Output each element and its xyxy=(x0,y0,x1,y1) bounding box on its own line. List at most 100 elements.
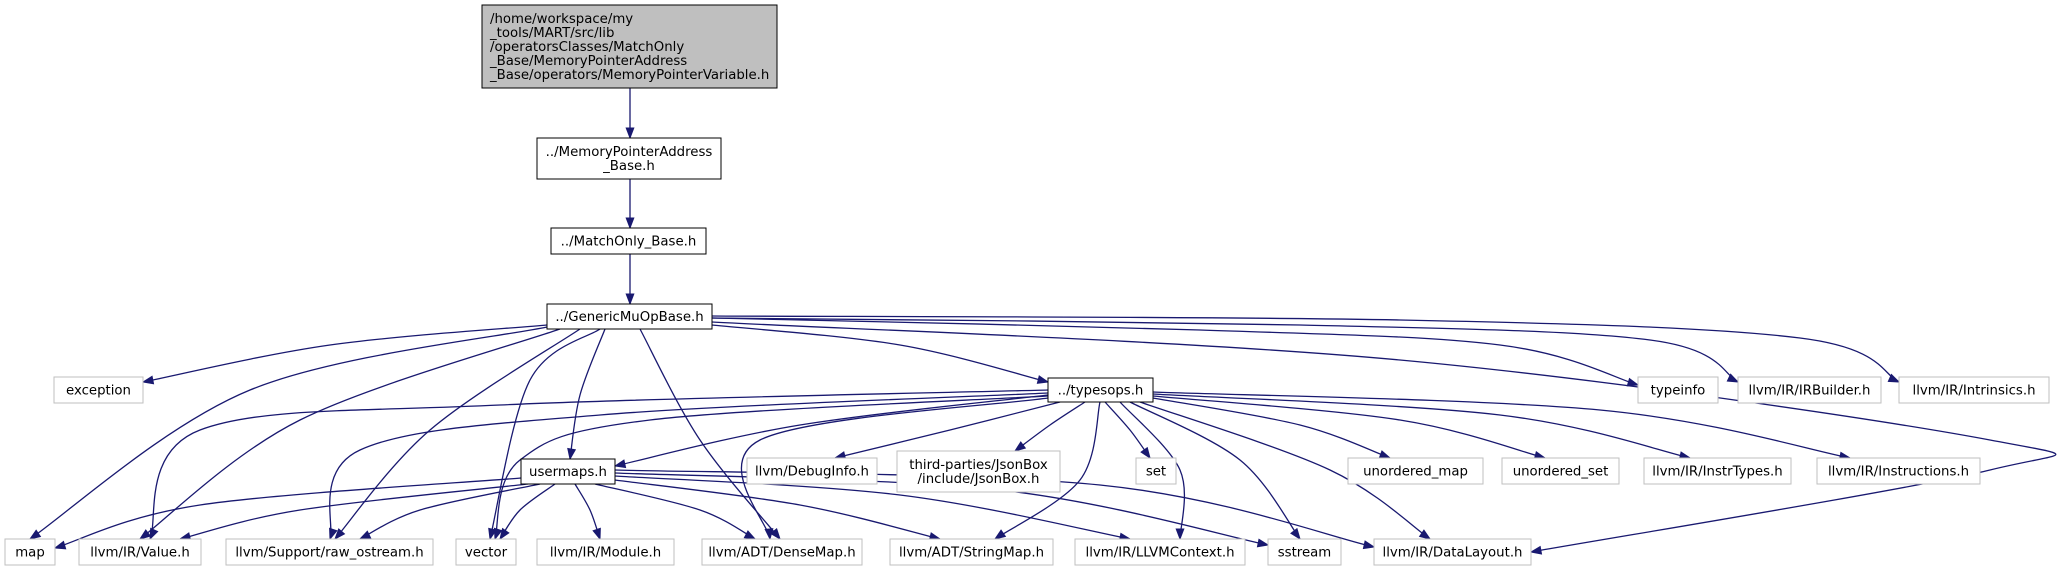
edge-line xyxy=(494,395,1049,540)
node-rawostream: llvm/Support/raw_ostream.h xyxy=(225,538,434,566)
node-label-line: sstream xyxy=(1278,546,1332,561)
node-label-line: _Base/MemoryPointerAddress xyxy=(489,54,687,69)
edge-arrowhead xyxy=(1013,441,1027,452)
edge-mob-to-gmob xyxy=(625,254,635,306)
edge-typesops-to-usermaps xyxy=(613,394,1049,469)
edge-arrowhead xyxy=(567,447,577,461)
node-label-line: llvm/IR/LLVMContext.h xyxy=(1086,546,1235,561)
edge-line xyxy=(614,469,1375,548)
edge-typesops-to-datalayout xyxy=(1139,401,1432,540)
edge-gmob-to-irbuilder xyxy=(711,317,1740,383)
edge-typesops-to-llvmcontext xyxy=(1119,401,1186,541)
node-stringmap: llvm/ADT/StringMap.h xyxy=(889,538,1054,566)
edge-gmob-to-datalayout xyxy=(711,321,2057,555)
node-module: llvm/IR/Module.h xyxy=(536,538,675,566)
node-usermaps[interactable]: usermaps.h xyxy=(520,458,616,485)
node-label-line: llvm/IR/Intrinsics.h xyxy=(1913,384,2036,399)
node-label-line: vector xyxy=(465,546,508,561)
edge-typesops-to-set xyxy=(1104,401,1151,460)
edge-arrowhead xyxy=(625,127,635,140)
node-box xyxy=(536,137,722,180)
node-box xyxy=(481,4,778,89)
node-label-line: llvm/ADT/DenseMap.h xyxy=(708,546,855,561)
node-box xyxy=(1047,377,1154,403)
edge-line xyxy=(1129,401,1301,540)
node-intrinsics: llvm/IR/Intrinsics.h xyxy=(1898,376,2050,404)
edge-line xyxy=(334,328,581,540)
node-box xyxy=(1637,376,1719,404)
node-box xyxy=(701,538,863,566)
node-typesops[interactable]: ../typesops.h xyxy=(1047,377,1154,403)
edge-line xyxy=(711,315,1900,383)
edge-line xyxy=(179,483,529,540)
edge-line xyxy=(639,328,781,540)
node-box xyxy=(1643,457,1792,485)
edge-arrowhead xyxy=(764,528,774,541)
node-box xyxy=(536,538,675,566)
edge-arrowhead xyxy=(499,527,510,541)
edge-arrowhead xyxy=(334,528,346,541)
node-root: /home/workspace/my_tools/MART/src/lib/op… xyxy=(481,4,778,89)
edge-typesops-to-jsonbox xyxy=(1013,401,1086,452)
edge-typesops-to-instrtypes xyxy=(1152,393,1692,461)
edge-gmob-to-typesops xyxy=(711,324,1050,384)
node-label-line: unordered_map xyxy=(1363,465,1468,480)
node-label-line: typeinfo xyxy=(1651,384,1706,399)
edge-typesops-to-stringmap xyxy=(993,401,1101,540)
edge-typesops-to-rawostream xyxy=(329,392,1049,541)
node-label-line: /include/JsonBox.h xyxy=(918,472,1040,487)
edge-typesops-to-densemap xyxy=(740,397,1049,541)
node-box xyxy=(520,458,616,485)
node-box xyxy=(1347,457,1484,485)
edge-arrowhead xyxy=(592,527,601,541)
edge-line xyxy=(1152,397,1391,459)
node-irbuilder: llvm/IR/IRBuilder.h xyxy=(1737,376,1882,404)
node-label-line: llvm/IR/IRBuilder.h xyxy=(1749,384,1871,399)
edge-typesops-to-value xyxy=(149,389,1049,541)
edge-arrowhead xyxy=(1378,450,1392,459)
edge-arrowhead xyxy=(1175,528,1185,541)
node-box xyxy=(1816,457,1981,485)
node-label-line: _tools/MART/src/lib xyxy=(489,26,614,41)
node-label-line: _Base.h xyxy=(602,159,655,174)
edge-line xyxy=(614,479,941,540)
edge-arrowhead xyxy=(1036,375,1050,384)
node-label-line: set xyxy=(1146,465,1166,480)
nodes-layer: /home/workspace/my_tools/MART/src/lib/op… xyxy=(4,4,2050,566)
edge-line xyxy=(329,392,1049,540)
node-mob[interactable]: ../MatchOnly_Base.h xyxy=(550,227,707,255)
edge-gmob-to-usermaps xyxy=(567,328,606,461)
edge-arrowhead xyxy=(1418,529,1432,540)
edge-arrowhead xyxy=(1362,540,1376,550)
node-value: llvm/IR/Value.h xyxy=(78,538,202,566)
node-jsonbox: third-parties/JsonBox/include/JsonBox.h xyxy=(896,450,1061,493)
edge-line xyxy=(149,389,1049,540)
node-set: set xyxy=(1135,457,1177,485)
node-label-line: /home/workspace/my xyxy=(490,12,633,27)
node-box xyxy=(1135,457,1177,485)
edge-line xyxy=(711,324,1049,383)
node-label-line: ../MemoryPointerAddress xyxy=(546,145,713,160)
edge-line xyxy=(1014,401,1086,452)
edge-mpab-to-mob xyxy=(625,179,635,230)
edge-usermaps-to-rawostream xyxy=(358,483,541,540)
node-mpab[interactable]: ../MemoryPointerAddress_Base.h xyxy=(536,137,722,180)
node-box xyxy=(550,227,707,255)
edge-typesops-to-uset xyxy=(1152,395,1547,460)
node-gmob[interactable]: ../GenericMuOpBase.h xyxy=(546,303,713,330)
node-map: map xyxy=(4,538,56,566)
edge-gmob-to-value xyxy=(138,328,561,540)
edge-line xyxy=(834,401,1061,459)
edge-line xyxy=(29,326,548,540)
node-label-line: llvm/ADT/StringMap.h xyxy=(899,546,1044,561)
node-box xyxy=(746,457,878,485)
node-box xyxy=(53,376,144,404)
node-label-line: llvm/IR/Module.h xyxy=(550,546,661,561)
edge-gmob-to-typeinfo xyxy=(711,317,1640,387)
node-box xyxy=(225,538,434,566)
edge-line xyxy=(614,475,1131,540)
edge-typesops-to-umap xyxy=(1152,397,1392,459)
edge-arrowhead xyxy=(1140,446,1151,460)
edge-arrowhead xyxy=(141,375,155,385)
node-label-line: _Base/operators/MemoryPointerVariable.h xyxy=(489,68,769,83)
